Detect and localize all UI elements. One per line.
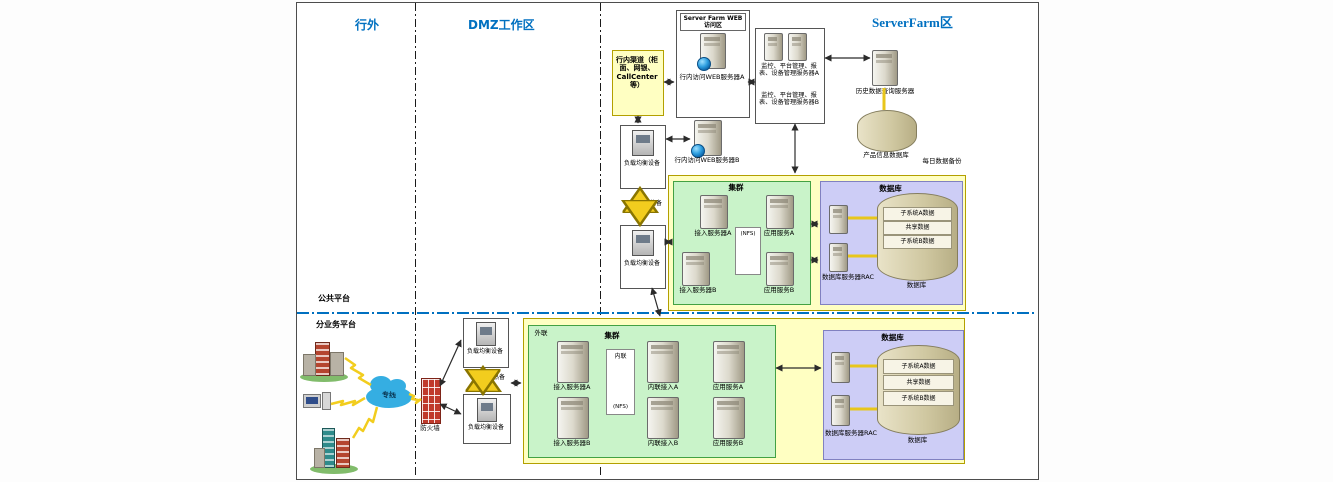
zone-label-dmz: DMZ工作区 [468, 18, 535, 32]
external-link-label: 外联 [534, 329, 548, 337]
server-icon [872, 50, 898, 86]
web-access-zone-title: Server Farm WEB访问区 [680, 13, 746, 32]
nfs-box: (NFS) [735, 227, 761, 275]
server-icon [831, 395, 850, 426]
database-cylinder-icon [857, 110, 917, 152]
building-icon [314, 448, 325, 468]
globe-icon [697, 57, 711, 71]
server-icon [647, 397, 679, 439]
app-server-a-label: 应用服务A [763, 229, 795, 237]
server-icon [788, 33, 807, 61]
firewall-icon [421, 378, 441, 424]
server-icon [682, 252, 710, 286]
server-icon [713, 397, 745, 439]
internal-channels-label: 行内渠道（柜面、网银、CallCenter等） [616, 56, 658, 90]
cluster-label: 集群 [728, 183, 744, 192]
server-icon [700, 195, 728, 229]
access-server-b-label: 接入服务器B [679, 286, 717, 294]
globe-icon [691, 144, 705, 158]
computer-tower-icon [322, 392, 331, 410]
access-server-a-label: 接入服务器A [553, 383, 591, 391]
workstation-icon [303, 394, 321, 408]
internal-access-a-label: 内联接入A [647, 383, 679, 391]
management-server-a-label: 监控、平台管理、报表、设备管理服务器A [759, 63, 819, 78]
load-balancer-icon [632, 230, 654, 256]
db-band: 共享数据 [883, 375, 954, 390]
server-icon [829, 243, 848, 272]
rac-label: 数据库服务器RAC [824, 429, 878, 437]
internal-link-label: 内联 [614, 353, 627, 360]
server-icon [647, 341, 679, 383]
history-server-label: 历史数据查询服务器 [855, 87, 915, 95]
database-title: 数据库 [881, 333, 904, 342]
server-icon [694, 120, 722, 156]
server-icon [713, 341, 745, 383]
building-icon [330, 352, 344, 376]
load-balancer-icon [476, 322, 496, 346]
db-band: 子系统B数据 [883, 391, 954, 406]
server-icon [829, 205, 848, 234]
ground-shape [310, 464, 358, 474]
hot-standby-label: 热备 [649, 200, 662, 207]
server-icon [557, 397, 589, 439]
zone-divider-outside-dmz [415, 3, 416, 477]
ground-shape [300, 372, 348, 382]
zone-label-outside: 行外 [355, 18, 380, 32]
app-server-a-label: 应用服务A [712, 383, 744, 391]
firewall-label: 防火墙 [420, 424, 440, 432]
nfs-label: (NFS) [740, 231, 756, 237]
hot-standby-label: 热备 [492, 374, 505, 381]
product-db-label: 产品信息数据库 [863, 151, 909, 159]
cloud-icon: 专线 [366, 376, 412, 408]
cluster-label: 集群 [604, 331, 620, 340]
server-icon [766, 252, 794, 286]
access-server-b-label: 接入服务器B [553, 439, 591, 447]
building-icon [303, 354, 316, 376]
database-cylinder-label: 数据库 [906, 281, 927, 289]
building-icon [322, 428, 335, 468]
leased-line-label: 专线 [382, 391, 396, 399]
load-balancer-label: 负载均衡设备 [623, 160, 660, 167]
load-balancer-box-upper-2 [620, 225, 666, 289]
database-title: 数据库 [879, 184, 902, 193]
db-band: 子系统A数据 [883, 207, 952, 221]
web-server-b-label: 行内访问WEB服务器B [674, 156, 740, 164]
sub-business-platform-label: 分业务平台 [316, 320, 356, 329]
server-icon [700, 33, 726, 69]
web-server-a-label: 行内访问WEB服务器A [679, 73, 745, 81]
server-icon [557, 341, 589, 383]
management-server-b-label: 监控、平台管理、报表、设备管理服务器B [759, 92, 819, 107]
internal-access-b-label: 内联接入B [647, 439, 679, 447]
load-balancer-label: 负载均衡设备 [466, 348, 503, 355]
public-platform-label: 公共平台 [318, 294, 350, 303]
web-access-zone-box [676, 10, 750, 118]
app-server-b-label: 应用服务B [763, 286, 795, 294]
app-server-b-label: 应用服务B [712, 439, 744, 447]
building-icon [336, 438, 350, 468]
zone-divider-dmz-serverfarm [600, 3, 601, 477]
load-balancer-icon [477, 398, 497, 422]
db-band: 子系统B数据 [883, 235, 952, 249]
nfs-label: (NFS) [613, 404, 628, 411]
db-band: 子系统A数据 [883, 359, 954, 374]
server-icon [764, 33, 783, 61]
load-balancer-label: 负载均衡设备 [467, 424, 504, 431]
daily-backup-label: 每日数据备份 [922, 157, 962, 165]
database-cylinder-label: 数据库 [907, 436, 928, 444]
internal-nfs-box: 内联 (NFS) [606, 349, 635, 415]
server-icon [766, 195, 794, 229]
platform-divider-line [297, 312, 1037, 314]
load-balancer-icon [632, 130, 654, 156]
db-band: 共享数据 [883, 221, 952, 235]
building-icon [315, 342, 330, 376]
access-server-a-label: 接入服务器A [694, 229, 732, 237]
zone-label-serverfarm: ServerFarm区 [872, 15, 953, 30]
server-icon [831, 352, 850, 383]
rac-label: 数据库服务器RAC [821, 273, 875, 281]
load-balancer-label: 负载均衡设备 [623, 260, 660, 267]
